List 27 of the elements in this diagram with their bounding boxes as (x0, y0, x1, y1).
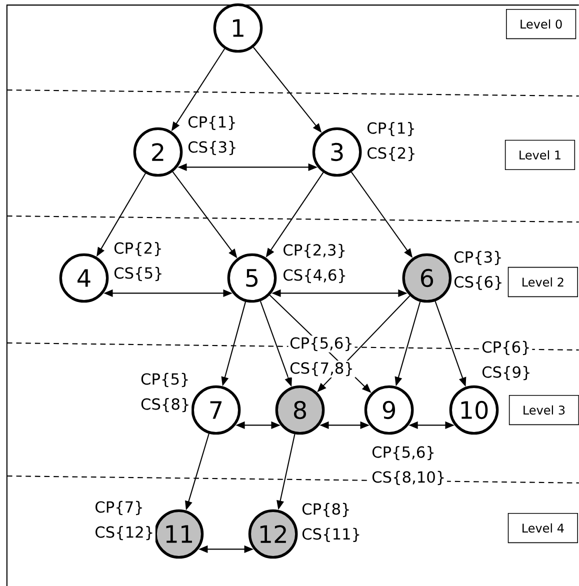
beside-label: CS{12} (93, 524, 156, 542)
beside-label: CP{1} (365, 120, 418, 138)
beside-label: CP{2} (112, 240, 164, 258)
beside-label: CS{4,6} (281, 268, 348, 284)
beside-label: CS{8} (139, 396, 192, 414)
beside-label: CS{8,10} (370, 470, 448, 486)
beside-label: CS{2} (365, 146, 418, 162)
beside-label: CS{5} (112, 266, 165, 282)
beside-label: CP{8} (300, 502, 352, 518)
level-box: Level 1 (504, 140, 576, 170)
beside-label: CP{3} (452, 250, 504, 266)
beside-label: CS{7,8} (288, 360, 356, 378)
beside-label: CS{9} (480, 364, 533, 382)
beside-label: CS{11} (300, 526, 362, 544)
level-box: Level 2 (508, 266, 578, 298)
level-box: Level 4 (508, 512, 578, 544)
beside-label: CP{5,6} (370, 444, 437, 462)
beside-label: CP{1} (186, 114, 238, 132)
beside-label: CP{6} (480, 340, 532, 356)
beside-label: CS{6} (452, 274, 505, 292)
beside-label: CP{2,3} (281, 242, 348, 260)
level-box: Level 0 (506, 8, 576, 40)
beside-label: CS{3} (186, 140, 239, 156)
beside-label: CP{7} (93, 500, 146, 516)
beside-label: CP{5,6} (288, 336, 355, 352)
level-box: Level 3 (508, 394, 579, 426)
beside-label: CP{5} (139, 372, 192, 388)
